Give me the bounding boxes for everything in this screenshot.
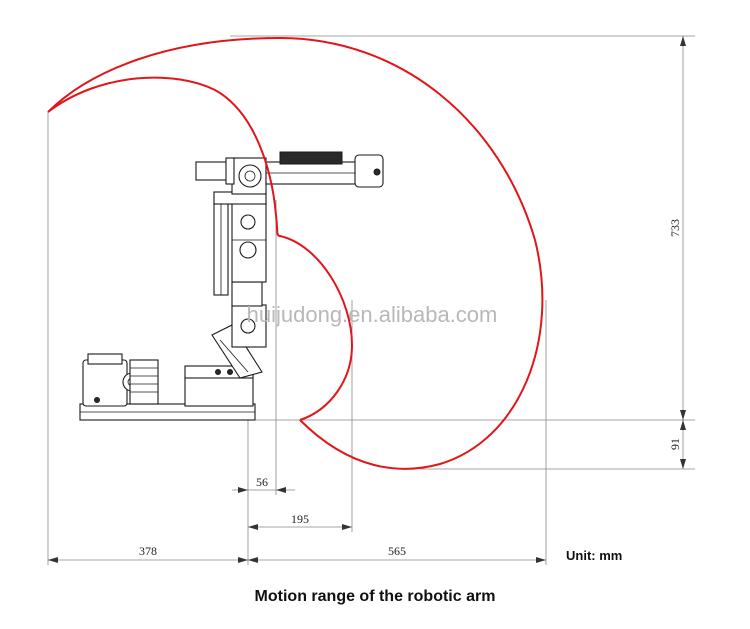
outer-range-curve <box>47 36 544 470</box>
unit-label: Unit: mm <box>566 548 622 563</box>
watermark: huijudong.en.alibaba.com <box>247 302 498 327</box>
extension-lines <box>47 35 695 565</box>
dimension-label-565: 565 <box>388 544 406 558</box>
dimension-label-733: 733 <box>668 219 682 237</box>
dimension-label-378: 378 <box>139 544 157 558</box>
dimension-label-195: 195 <box>291 512 309 526</box>
dimension-label-91: 91 <box>668 438 682 450</box>
dimension-height-lower: 91 <box>668 420 686 469</box>
robotic-arm-drawing <box>79 151 384 421</box>
diagram-caption: Motion range of the robotic arm <box>255 588 496 605</box>
dimension-base-line: 378 565 <box>48 544 546 563</box>
motion-range-curves <box>47 36 544 470</box>
dimension-offset-small: 56 <box>232 475 295 493</box>
inner-range-curve <box>47 76 354 421</box>
dimension-height-upper: 733 <box>668 36 686 420</box>
dimension-label-56: 56 <box>256 475 268 489</box>
dimension-inner-reach: 195 <box>248 512 352 530</box>
